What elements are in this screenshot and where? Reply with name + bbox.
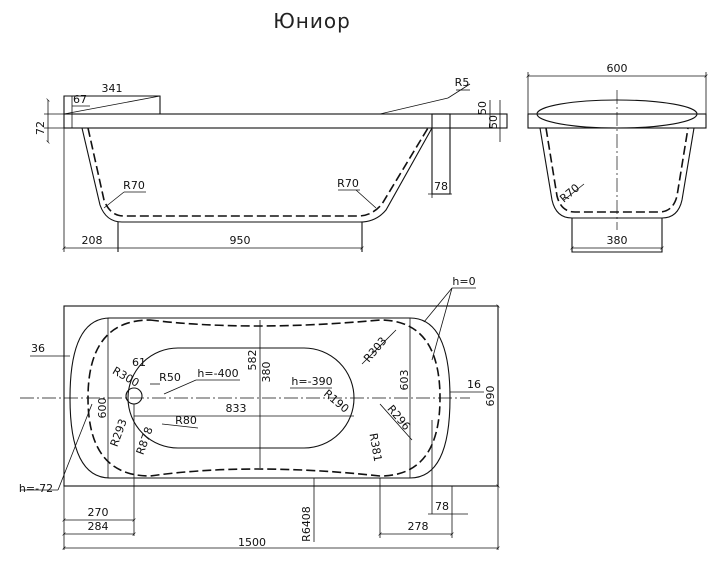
- svg-text:R293: R293: [108, 417, 130, 448]
- svg-text:R80: R80: [175, 414, 197, 427]
- svg-text:36: 36: [31, 342, 45, 355]
- svg-text:1500: 1500: [238, 536, 266, 549]
- svg-text:R70: R70: [123, 179, 145, 192]
- svg-text:78: 78: [435, 500, 449, 513]
- svg-text:600: 600: [96, 398, 109, 419]
- plan-bowl-inner: [87, 319, 441, 477]
- svg-text:690: 690: [484, 386, 497, 407]
- svg-text:R50: R50: [159, 371, 181, 384]
- end-view: 600 R70 380: [526, 62, 708, 253]
- svg-text:380: 380: [607, 234, 628, 247]
- svg-text:16: 16: [467, 378, 481, 391]
- svg-text:R6408: R6408: [300, 506, 313, 542]
- svg-text:208: 208: [82, 234, 103, 247]
- side-rim: [63, 113, 508, 129]
- svg-text:50: 50: [487, 115, 500, 129]
- svg-text:R5: R5: [455, 76, 470, 89]
- svg-text:h=-400: h=-400: [197, 367, 238, 380]
- svg-text:284: 284: [88, 520, 109, 533]
- svg-text:78: 78: [434, 180, 448, 193]
- svg-text:R296: R296: [384, 403, 412, 433]
- svg-text:R70: R70: [557, 181, 582, 205]
- svg-text:582: 582: [246, 350, 259, 371]
- svg-text:h=-72: h=-72: [19, 482, 53, 495]
- plan-view: h=0 690 36 R303 R300 61 R50 h=-400 582 3…: [19, 275, 500, 550]
- svg-text:72: 72: [34, 121, 47, 135]
- svg-text:833: 833: [226, 402, 247, 415]
- svg-text:61: 61: [132, 356, 146, 369]
- side-body-outer: [81, 127, 433, 223]
- svg-text:380: 380: [260, 362, 273, 383]
- svg-text:600: 600: [607, 62, 628, 75]
- side-body-inner: [87, 127, 429, 217]
- side-view: 341 67 72 R5 50 50 R70 R70 78 208: [34, 76, 508, 252]
- svg-text:h=-390: h=-390: [291, 375, 332, 388]
- drawing-title: Юниор: [273, 9, 351, 33]
- svg-text:278: 278: [408, 520, 429, 533]
- svg-text:h=0: h=0: [452, 275, 475, 288]
- svg-text:R190: R190: [321, 387, 351, 415]
- svg-text:R70: R70: [337, 177, 359, 190]
- svg-text:341: 341: [102, 82, 123, 95]
- svg-text:R303: R303: [361, 335, 389, 365]
- svg-text:603: 603: [398, 370, 411, 391]
- svg-text:950: 950: [230, 234, 251, 247]
- svg-text:R381: R381: [367, 432, 385, 462]
- svg-text:270: 270: [88, 506, 109, 519]
- svg-text:50: 50: [476, 101, 489, 115]
- plan-rim: [63, 305, 499, 487]
- svg-text:67: 67: [73, 93, 87, 106]
